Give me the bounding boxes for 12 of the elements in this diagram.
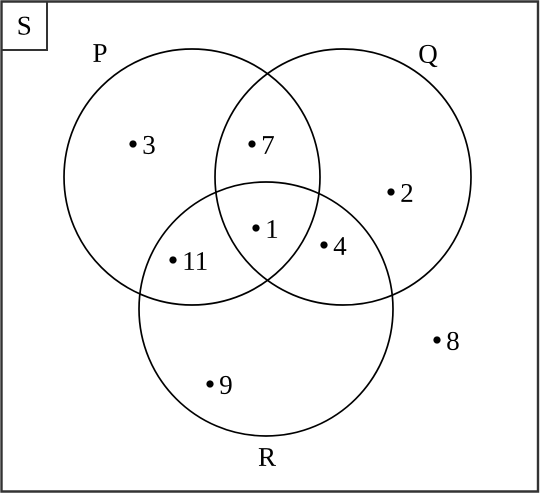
element-number: 1 bbox=[268, 220, 278, 238]
element-number: 2 bbox=[401, 184, 412, 202]
set-label: P bbox=[93, 44, 106, 62]
set-name-box: S bbox=[0, 0, 48, 51]
set-label: Q bbox=[419, 44, 438, 68]
element-number: 4 bbox=[334, 237, 346, 255]
element-number: 9 bbox=[220, 376, 232, 394]
element-number: 7 bbox=[263, 136, 274, 154]
set-label: R bbox=[258, 448, 276, 466]
element-number: 11 bbox=[184, 252, 207, 270]
element-number: 3 bbox=[144, 136, 155, 154]
element-number: 8 bbox=[447, 332, 459, 350]
